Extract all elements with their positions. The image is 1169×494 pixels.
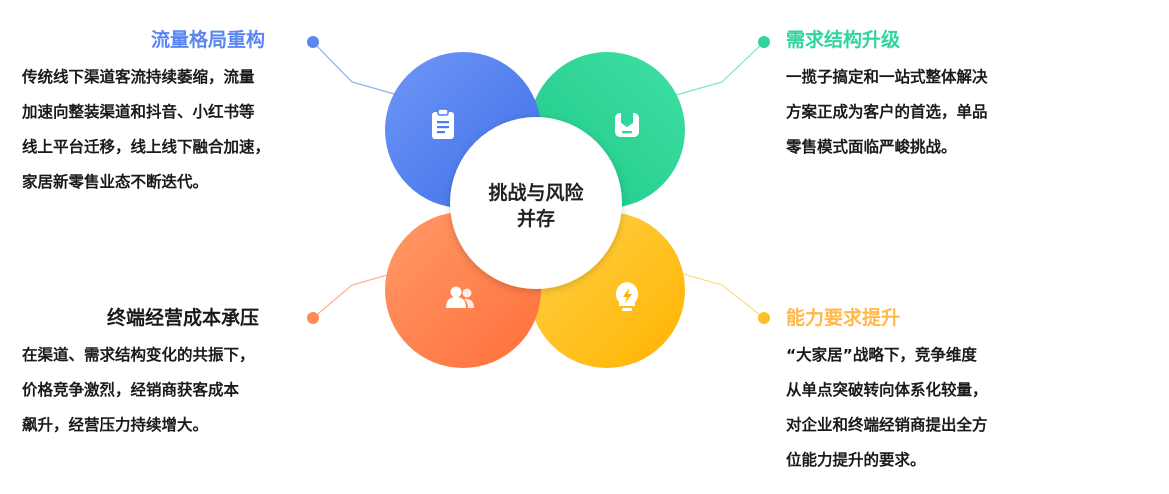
title-traffic: 流量格局重构 (151, 29, 266, 51)
connector-capability (675, 271, 770, 324)
text-capability: “大家居”战略下，竞争维度 从单点突破转向体系化较量， 对企业和终端经销商提出全… (786, 338, 1086, 478)
text-line: 零售模式面临严峻挑战。 (786, 138, 957, 156)
title-demand: 需求结构升级 (786, 29, 901, 51)
text-line: 家居新零售业态不断迭代。 (22, 173, 209, 191)
connector-traffic (307, 36, 399, 96)
text-line: 在渠道、需求结构变化的共振下， (22, 346, 255, 364)
text-line: 位能力提升的要求。 (786, 451, 926, 469)
center-label: 挑战与风险 并存 (466, 180, 606, 232)
text-line: 从单点突破转向体系化较量， (786, 381, 988, 399)
clipboard-icon (432, 108, 454, 139)
center-circle (450, 117, 622, 289)
text-line: 一揽子搞定和一站式整体解决 (786, 68, 988, 86)
badge-icon (615, 113, 639, 137)
text-line: 飙升，经营压力持续增大。 (22, 416, 209, 434)
text-line: 传统线下渠道客流持续萎缩，流量 (22, 68, 255, 86)
text-line: 方案正成为客户的首选，单品 (786, 103, 988, 121)
text-line: 线上平台迁移，线上线下融合加速， (22, 138, 271, 156)
center-line-2: 并存 (516, 208, 555, 230)
connector-demand (675, 36, 770, 96)
connector-cost (307, 271, 399, 324)
text-line: 价格竞争激烈，经销商获客成本 (22, 381, 240, 399)
title-cost: 终端经营成本承压 (107, 307, 260, 329)
text-line: 对企业和终端经销商提出全方 (786, 416, 988, 434)
center-line-1: 挑战与风险 (488, 182, 584, 204)
text-cost: 在渠道、需求结构变化的共振下， 价格竞争激烈，经销商获客成本 飙升，经营压力持续… (22, 338, 322, 443)
text-line: “大家居”战略下，竞争维度 (786, 346, 977, 364)
text-demand: 一揽子搞定和一站式整体解决 方案正成为客户的首选，单品 零售模式面临严峻挑战。 (786, 60, 1086, 165)
users-icon (446, 286, 474, 308)
text-traffic: 传统线下渠道客流持续萎缩，流量 加速向整装渠道和抖音、小红书等 线上平台迁移，线… (22, 60, 322, 200)
title-capability: 能力要求提升 (786, 307, 901, 329)
lightning-icon (615, 282, 639, 311)
text-line: 加速向整装渠道和抖音、小红书等 (22, 103, 255, 121)
